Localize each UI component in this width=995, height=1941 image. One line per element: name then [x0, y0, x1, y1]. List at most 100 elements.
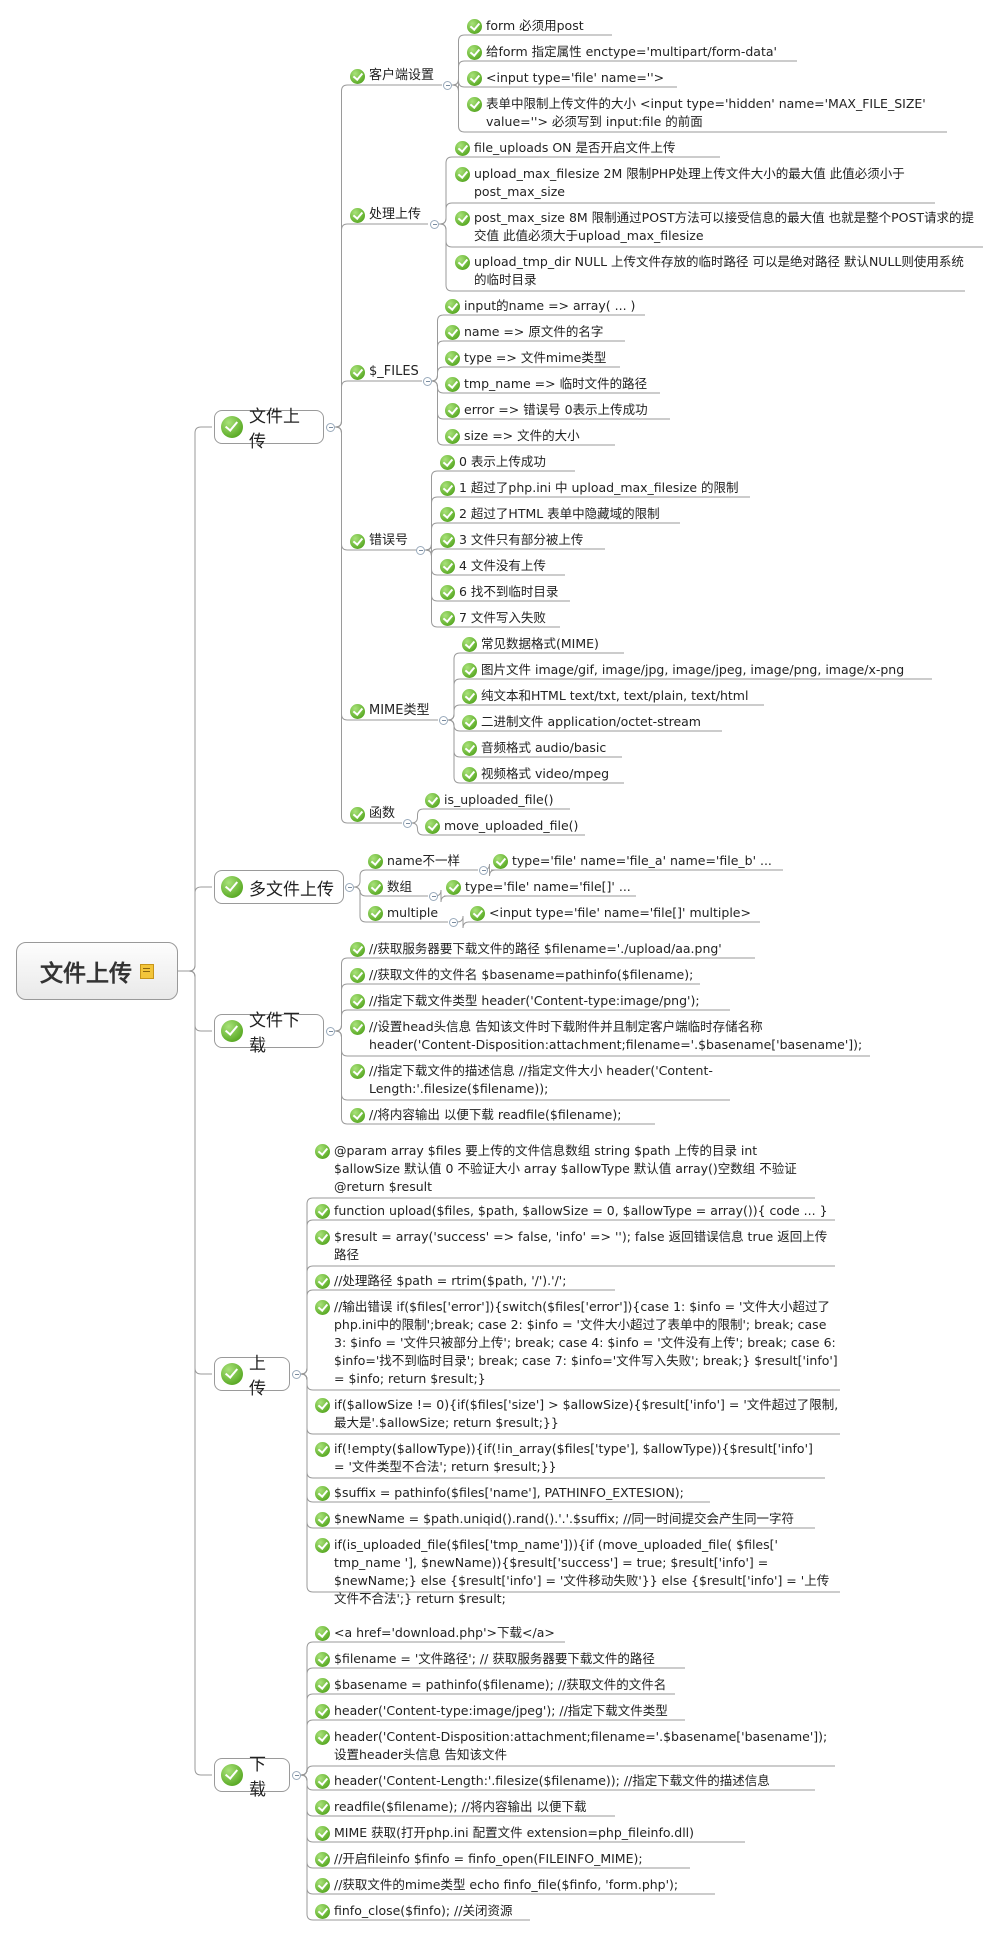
topic-c4a[interactable]: 0 表示上传成功	[440, 453, 575, 471]
topic-label: 纯文本和HTML text/txt, text/plain, text/html	[481, 688, 749, 703]
topic-s4[interactable]: //处理路径 $path = rtrim($path, '/').'/';	[315, 1272, 615, 1290]
topic-x7[interactable]: readfile($filename); //将内容输出 以便下载	[315, 1798, 615, 1816]
topic-c5f[interactable]: 视频格式 video/mpeg	[462, 765, 624, 783]
topic-n_xz[interactable]: 下载	[214, 1755, 290, 1800]
topic-label: 常见数据格式(MIME)	[481, 636, 599, 651]
topic-label: //获取服务器要下载文件的路径 $filename='./upload/aa.p…	[369, 941, 722, 956]
topic-x4[interactable]: header('Content-type:image/jpeg'); //指定下…	[315, 1702, 685, 1720]
topic-d1[interactable]: //获取服务器要下载文件的路径 $filename='./upload/aa.p…	[350, 940, 755, 958]
topic-c5a[interactable]: 常见数据格式(MIME)	[462, 635, 624, 653]
topic-n_c5[interactable]: MIME类型	[350, 702, 438, 720]
topic-x1[interactable]: <a href='download.php'>下载</a>	[315, 1624, 565, 1642]
topic-s2[interactable]: function upload($files, $path, $allowSiz…	[315, 1202, 835, 1220]
collapse-toggle-icon[interactable]	[439, 716, 448, 725]
topic-c1b[interactable]: 给form 指定属性 enctype='multipart/form-data'	[467, 43, 797, 61]
topic-n_multi[interactable]: 多文件上传	[214, 870, 344, 904]
collapse-toggle-icon[interactable]	[326, 423, 335, 432]
topic-x5[interactable]: header('Content-Disposition:attachment;f…	[315, 1728, 835, 1764]
topic-c4e[interactable]: 4 文件没有上传	[440, 557, 565, 575]
collapse-toggle-icon[interactable]	[443, 81, 452, 90]
topic-c5e[interactable]: 音频格式 audio/basic	[462, 739, 622, 757]
topic-label: 下载	[249, 1755, 266, 1800]
topic-s9[interactable]: $newName = $path.uniqid().rand().'.'.$su…	[315, 1510, 815, 1528]
topic-label: 3 文件只有部分被上传	[459, 532, 584, 547]
collapse-toggle-icon[interactable]	[345, 883, 354, 892]
collapse-toggle-icon[interactable]	[449, 918, 458, 927]
topic-d4[interactable]: //设置head头信息 告知该文件时下载附件并且制定客户端临时存储名称 head…	[350, 1018, 870, 1054]
topic-label: //获取文件的文件名 $basename=pathinfo($filename)…	[369, 967, 694, 982]
topic-s3[interactable]: $result = array('success' => false, 'inf…	[315, 1228, 835, 1264]
collapse-toggle-icon[interactable]	[423, 377, 432, 386]
note-icon[interactable]	[140, 963, 154, 979]
topic-c4b[interactable]: 1 超过了php.ini 中 upload_max_filesize 的限制	[440, 479, 750, 497]
topic-x10[interactable]: //获取文件的mime类型 echo finfo_file($finfo, 'f…	[315, 1876, 715, 1894]
collapse-toggle-icon[interactable]	[403, 819, 412, 828]
topic-c1d[interactable]: 表单中限制上传文件的大小 <input type='hidden' name='…	[467, 95, 947, 131]
topic-x6[interactable]: header('Content-Length:'.filesize($filen…	[315, 1772, 815, 1790]
checkmark-icon	[315, 1299, 330, 1315]
topic-c4g[interactable]: 7 文件写入失败	[440, 609, 560, 627]
topic-x3[interactable]: $basename = pathinfo($filename); //获取文件的…	[315, 1676, 675, 1694]
topic-c3a[interactable]: input的name => array( ... )	[445, 297, 645, 315]
topic-x8[interactable]: MIME 获取(打开php.ini 配置文件 extension=php_fil…	[315, 1824, 745, 1842]
collapse-toggle-icon[interactable]	[430, 220, 439, 229]
topic-s8[interactable]: $suffix = pathinfo($files['name'], PATHI…	[315, 1484, 710, 1502]
topic-n_c4[interactable]: 错误号	[350, 532, 416, 550]
topic-s5[interactable]: //输出错误 if($files['error']){switch($files…	[315, 1298, 840, 1388]
checkmark-icon	[455, 210, 470, 226]
topic-c2a[interactable]: file_uploads ON 是否开启文件上传	[455, 139, 720, 157]
topic-c5c[interactable]: 纯文本和HTML text/txt, text/plain, text/html	[462, 687, 764, 705]
topic-c2b[interactable]: upload_max_filesize 2M 限制PHP处理上传文件大小的最大值…	[455, 165, 935, 201]
topic-m2[interactable]: 数组	[368, 878, 428, 896]
topic-m2a[interactable]: type='file' name='file[]' ...	[446, 878, 636, 896]
topic-label: MIME类型	[369, 703, 430, 718]
topic-c3f[interactable]: size => 文件的大小	[445, 427, 615, 445]
topic-m3[interactable]: multiple	[368, 904, 448, 922]
topic-x9[interactable]: //开启fileinfo $finfo = finfo_open(FILEINF…	[315, 1850, 690, 1868]
topic-n_dl[interactable]: 文件下载	[214, 1011, 324, 1056]
collapse-toggle-icon[interactable]	[479, 866, 488, 875]
topic-s6[interactable]: if($allowSize != 0){if($files['size'] > …	[315, 1396, 840, 1432]
topic-n_c2[interactable]: 处理上传	[350, 206, 428, 224]
topic-d5[interactable]: //指定下载文件的描述信息 //指定文件大小 header('Content-L…	[350, 1062, 730, 1098]
topic-c3c[interactable]: type => 文件mime类型	[445, 349, 620, 367]
topic-s10[interactable]: if(is_uploaded_file($files['tmp_name']))…	[315, 1536, 840, 1608]
topic-d2[interactable]: //获取文件的文件名 $basename=pathinfo($filename)…	[350, 966, 700, 984]
topic-c3d[interactable]: tmp_name => 临时文件的路径	[445, 375, 660, 393]
collapse-toggle-icon[interactable]	[429, 892, 438, 901]
topic-c5b[interactable]: 图片文件 image/gif, image/jpg, image/jpeg, i…	[462, 661, 932, 679]
topic-m3a[interactable]: <input type='file' name='file[]' multipl…	[470, 904, 760, 922]
topic-c6b[interactable]: move_uploaded_file()	[425, 817, 585, 835]
topic-x2[interactable]: $filename = '文件路径'; // 获取服务器要下载文件的路径	[315, 1650, 685, 1668]
checkmark-icon	[446, 879, 461, 895]
topic-m1a[interactable]: type='file' name='file_a' name='file_b' …	[493, 852, 783, 870]
root-topic[interactable]: 文件上传	[16, 942, 178, 1000]
topic-s1[interactable]: @param array $files 要上传的文件信息数组 string $p…	[315, 1142, 815, 1196]
collapse-toggle-icon[interactable]	[292, 1771, 301, 1780]
topic-c2d[interactable]: upload_tmp_dir NULL 上传文件存放的临时路径 可以是绝对路径 …	[455, 253, 965, 289]
collapse-toggle-icon[interactable]	[416, 546, 425, 555]
topic-c4f[interactable]: 6 找不到临时目录	[440, 583, 570, 601]
topic-d3[interactable]: //指定下载文件类型 header('Content-type:image/pn…	[350, 992, 730, 1010]
topic-c1c[interactable]: <input type='file' name=''>	[467, 69, 677, 87]
topic-x11[interactable]: finfo_close($finfo); //关闭资源	[315, 1902, 530, 1920]
topic-c1a[interactable]: form 必须用post	[467, 17, 612, 35]
topic-c3e[interactable]: error => 错误号 0表示上传成功	[445, 401, 670, 419]
collapse-toggle-icon[interactable]	[292, 1370, 301, 1379]
topic-label: $result = array('success' => false, 'inf…	[334, 1229, 828, 1262]
topic-n_c1[interactable]: 客户端设置	[350, 67, 442, 85]
topic-n_c3[interactable]: $_FILES	[350, 363, 422, 381]
topic-c3b[interactable]: name => 原文件的名字	[445, 323, 625, 341]
topic-c2c[interactable]: post_max_size 8M 限制通过POST方法可以接受信息的最大值 也就…	[455, 209, 983, 245]
collapse-toggle-icon[interactable]	[326, 1027, 335, 1036]
topic-n_c6[interactable]: 函数	[350, 805, 402, 823]
topic-c5d[interactable]: 二进制文件 application/octet-stream	[462, 713, 722, 731]
topic-m1[interactable]: name不一样	[368, 852, 478, 870]
topic-n_sc[interactable]: 上传	[214, 1354, 290, 1399]
topic-c4c[interactable]: 2 超过了HTML 表单中隐藏域的限制	[440, 505, 680, 523]
topic-c4d[interactable]: 3 文件只有部分被上传	[440, 531, 605, 549]
topic-s7[interactable]: if(!empty($allowType)){if(!in_array($fil…	[315, 1440, 825, 1476]
topic-c6a[interactable]: is_uploaded_file()	[425, 791, 570, 809]
topic-d6[interactable]: //将内容输出 以便下载 readfile($filename);	[350, 1106, 655, 1124]
topic-n_up[interactable]: 文件上传	[214, 407, 324, 452]
